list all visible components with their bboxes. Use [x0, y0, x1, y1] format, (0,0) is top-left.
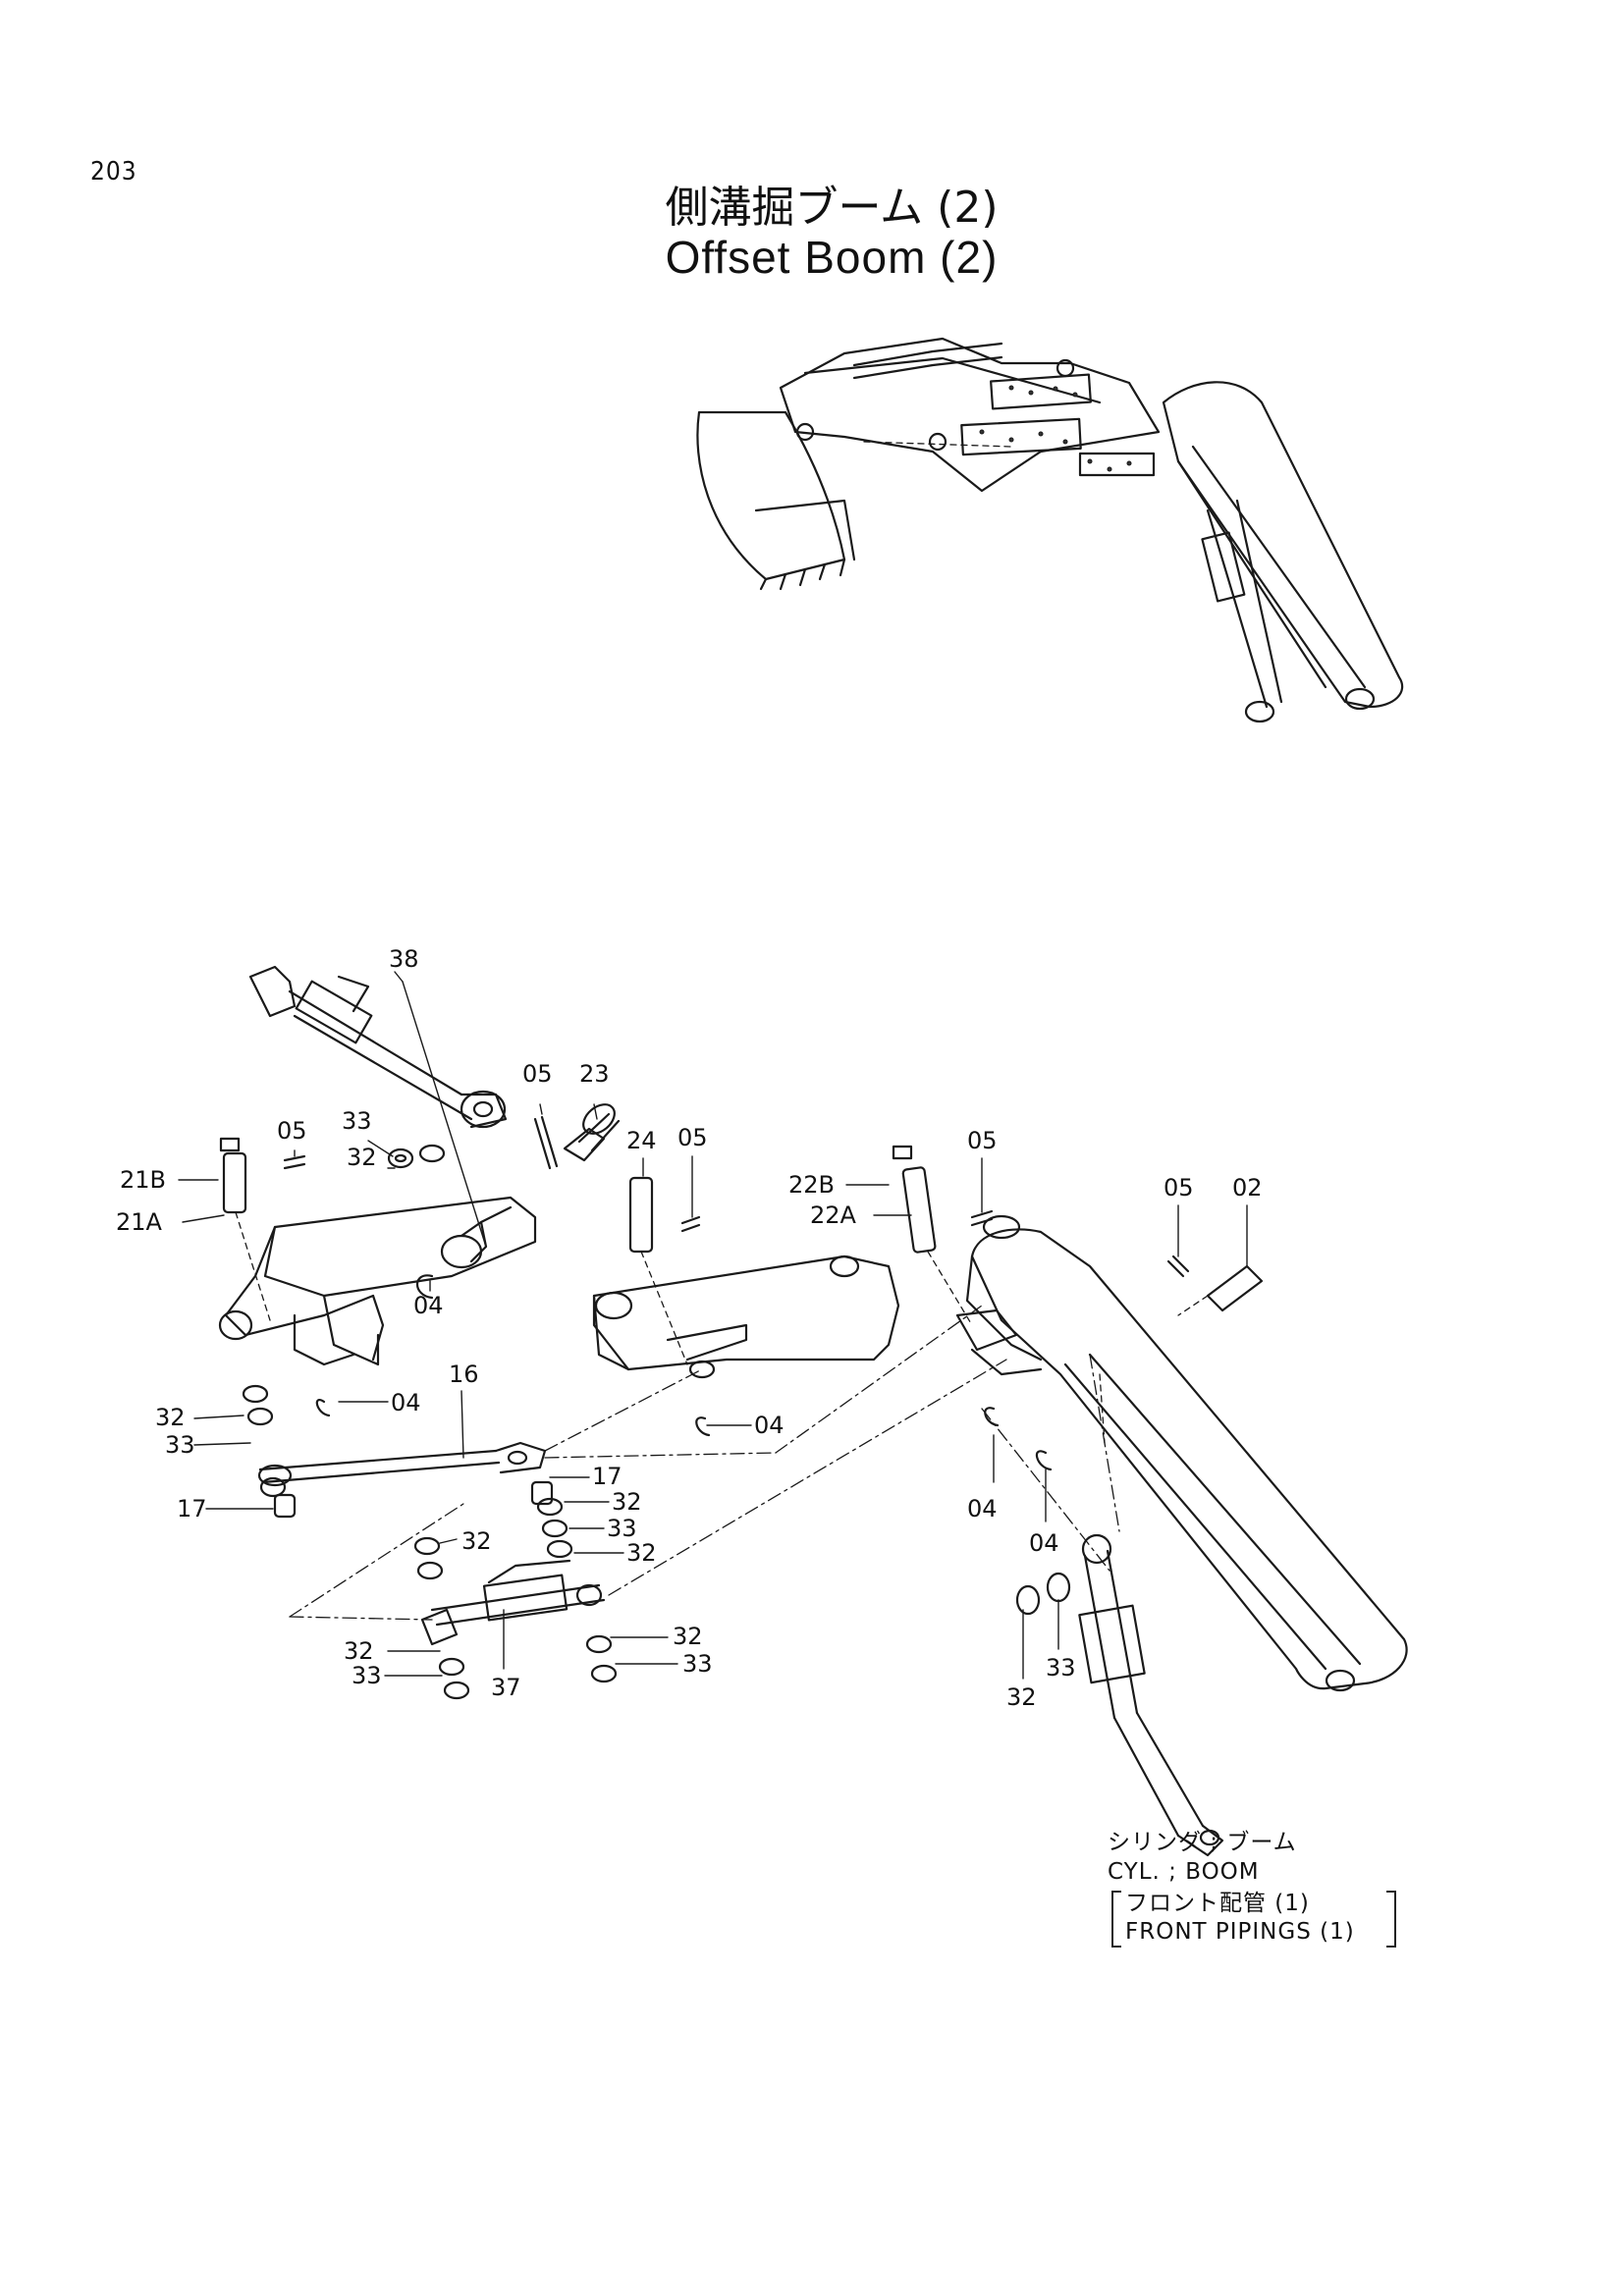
callout-32: 32 — [155, 1404, 186, 1431]
overview-assembly — [696, 337, 1404, 723]
callout-05: 05 — [1164, 1174, 1194, 1201]
callout-37: 37 — [491, 1674, 521, 1701]
part-38-link-cylinder — [248, 965, 508, 1129]
callout-17: 17 — [177, 1495, 207, 1522]
page-title-en: Offset Boom (2) — [665, 232, 999, 283]
callout-02: 02 — [1232, 1174, 1263, 1201]
part-16-rod — [257, 1441, 554, 1519]
callout-05: 05 — [277, 1117, 307, 1145]
callout-33: 33 — [1046, 1654, 1076, 1682]
callout-16: 16 — [449, 1361, 479, 1388]
part-02-pin — [1166, 1255, 1264, 1316]
part-21-pin — [219, 1137, 271, 1321]
callout-32: 32 — [626, 1539, 657, 1567]
note-bracket-left — [1111, 1891, 1121, 1948]
callout-04: 04 — [754, 1412, 785, 1439]
callout-33: 33 — [352, 1662, 382, 1689]
left-offset-bracket — [218, 1196, 537, 1366]
callout-33: 33 — [342, 1107, 372, 1135]
part-22-pin — [892, 1145, 994, 1326]
note-piping-en: FRONT PIPINGS (1) — [1125, 1919, 1355, 1945]
callout-04: 04 — [967, 1495, 998, 1522]
callout-23: 23 — [579, 1060, 610, 1088]
callout-21a: 21A — [116, 1208, 163, 1236]
callout-32: 32 — [461, 1527, 492, 1555]
note-piping-jp: フロント配管 (1) — [1125, 1891, 1310, 1916]
callout-38: 38 — [389, 945, 419, 973]
page-title-jp: 側溝掘ブーム (2) — [665, 183, 999, 233]
callout-32: 32 — [612, 1488, 642, 1516]
note-bracket-right — [1386, 1891, 1396, 1948]
callout-22b: 22B — [788, 1171, 835, 1199]
washers — [242, 1144, 1071, 1700]
part-04-rings — [315, 1274, 1053, 1471]
callout-32: 32 — [1006, 1683, 1037, 1711]
callout-32: 32 — [347, 1144, 377, 1171]
callout-05: 05 — [677, 1124, 708, 1151]
callout-05: 05 — [522, 1060, 553, 1088]
callout-21b: 21B — [120, 1166, 166, 1194]
callout-33: 33 — [682, 1650, 713, 1678]
callout-17: 17 — [592, 1463, 623, 1490]
part-24-pin — [628, 1176, 701, 1365]
callout-33: 33 — [165, 1431, 195, 1459]
connection-lines — [289, 1305, 1120, 1621]
callout-04: 04 — [1029, 1529, 1059, 1557]
callout-33: 33 — [607, 1515, 637, 1542]
boom-cylinder — [1078, 1373, 1224, 1857]
note-cylinder-jp: シリンダ ; ブーム — [1108, 1830, 1297, 1855]
main-boom — [955, 1214, 1408, 1692]
callout-04: 04 — [391, 1389, 421, 1416]
part-05-pin-a — [533, 1117, 552, 1170]
note-cylinder-en: CYL. ; BOOM — [1108, 1859, 1260, 1885]
part-23-pin — [563, 1103, 621, 1162]
callout-22a: 22A — [810, 1201, 857, 1229]
callout-32: 32 — [673, 1623, 703, 1650]
page-number: 203 — [90, 157, 137, 187]
callout-24: 24 — [626, 1127, 657, 1154]
callout-04: 04 — [413, 1292, 444, 1319]
center-offset-bracket — [592, 1255, 900, 1379]
leader-lines — [178, 971, 1248, 1680]
callout-32: 32 — [344, 1637, 374, 1665]
callout-05: 05 — [967, 1127, 998, 1154]
part-37-cylinder — [420, 1559, 606, 1646]
